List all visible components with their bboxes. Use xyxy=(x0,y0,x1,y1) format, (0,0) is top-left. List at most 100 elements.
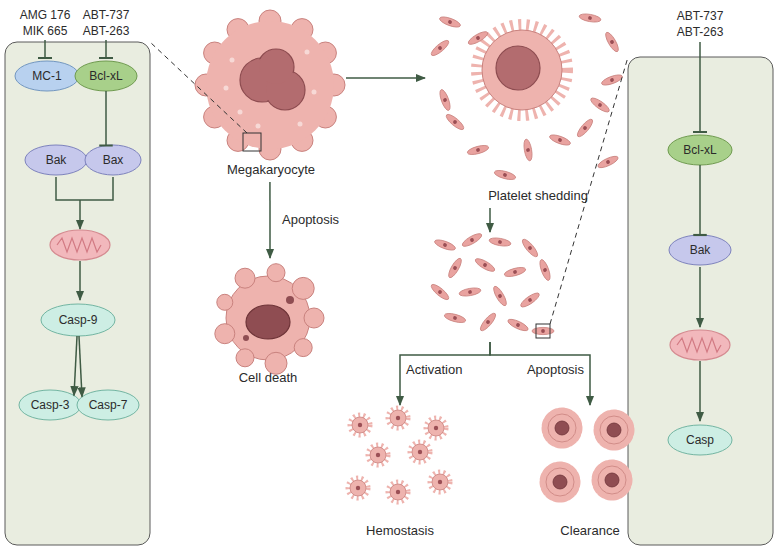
zoom-box xyxy=(243,133,261,151)
drug-name: ABT-737 xyxy=(66,8,146,22)
protein-ellipse: Casp-7 xyxy=(76,389,140,421)
pathway-arrow xyxy=(79,200,81,229)
platelet xyxy=(579,13,602,24)
platelet xyxy=(429,282,450,302)
inhibitor-line xyxy=(105,40,107,58)
drug-name: AMG 176 xyxy=(5,8,85,22)
stage-caption: Platelet shedding xyxy=(483,188,593,204)
nucleus-fill xyxy=(259,50,293,84)
text-holder: Casp-9 xyxy=(40,303,116,337)
arrow-connector xyxy=(74,336,77,396)
inhibitor-line xyxy=(699,42,701,132)
granule xyxy=(238,110,243,115)
platelet xyxy=(523,139,534,162)
bleb xyxy=(304,308,324,328)
activated-platelet xyxy=(348,478,368,498)
granule xyxy=(305,50,310,55)
megakaryocyte-nucleus xyxy=(240,49,305,110)
pathway-arrow xyxy=(79,261,81,300)
platelet xyxy=(532,327,554,334)
granule xyxy=(224,86,229,91)
protein-name: Bax xyxy=(103,153,124,167)
pathway-panel xyxy=(5,42,150,545)
platelet xyxy=(575,117,595,138)
text-holder: Platelet shedding xyxy=(483,188,593,204)
bleb xyxy=(235,268,255,288)
illustration-node: Cell death xyxy=(208,258,328,390)
activated-platelet xyxy=(388,408,408,428)
protein-ellipse: Bcl-xL xyxy=(74,60,138,92)
text-holder: Hemostasis xyxy=(340,523,460,539)
protein-name: Bcl-xL xyxy=(89,69,122,83)
arrow-connector xyxy=(400,342,490,405)
platelet xyxy=(443,312,466,325)
platelet xyxy=(446,257,463,280)
protein-ellipse: Casp-9 xyxy=(40,303,116,337)
nuclear-fragment xyxy=(243,335,249,341)
merge-line xyxy=(56,177,113,200)
protein-ellipse: Bak xyxy=(24,144,88,176)
activated-platelet xyxy=(410,442,430,462)
platelet xyxy=(461,231,484,248)
text-holder: Bcl-xL xyxy=(667,134,733,166)
protein-ellipse: Bcl-xL xyxy=(667,134,733,166)
stage-caption: Hemostasis xyxy=(340,523,460,539)
platelet xyxy=(520,237,540,258)
protein-ellipse: Bak xyxy=(668,234,732,266)
text-holder: Casp-3 xyxy=(18,389,82,421)
platelet xyxy=(548,133,571,147)
stage-caption: Cell death xyxy=(208,370,328,386)
protein-name: MC-1 xyxy=(32,69,61,83)
bleb xyxy=(236,349,254,367)
activated-platelet xyxy=(430,472,450,492)
arrow-connector xyxy=(346,77,425,79)
drug-name: ABT-737 xyxy=(660,9,740,23)
apoptotic-platelet xyxy=(595,463,629,497)
illustration-node: Platelet shedding xyxy=(425,10,625,342)
platelet xyxy=(503,266,526,279)
text-holder: Casp-7 xyxy=(76,389,140,421)
platelet xyxy=(538,258,552,281)
mitochondrion-cristae xyxy=(677,338,721,352)
platelet xyxy=(467,29,490,46)
illustration-node: Clearance xyxy=(530,405,650,545)
proplatelet-spikes xyxy=(477,25,567,115)
protein-shape xyxy=(669,235,731,265)
activated-platelet xyxy=(426,418,446,438)
activated-platelet xyxy=(350,415,370,435)
protein-ellipse: MC-1 xyxy=(14,60,80,92)
platelet xyxy=(603,31,620,54)
protein-name: Casp xyxy=(686,433,714,447)
protein-shape xyxy=(77,390,139,420)
activated-platelet xyxy=(368,445,388,465)
nuclear-fragment xyxy=(286,296,294,304)
mitochondrion-cristae xyxy=(57,238,101,252)
inhibition-connector xyxy=(699,165,701,235)
platelet xyxy=(478,311,498,332)
protein-name: Bak xyxy=(690,243,711,257)
zoom-box xyxy=(536,324,550,338)
text-holder: Casp xyxy=(667,424,733,456)
granule xyxy=(312,90,317,95)
bleb xyxy=(294,339,312,357)
text-holder: Bcl-xL xyxy=(74,60,138,92)
protein-shape xyxy=(19,390,81,420)
process-label: Activation xyxy=(406,362,486,378)
arrow-connector xyxy=(79,336,82,397)
platelet xyxy=(466,144,489,157)
protein-name: Casp-7 xyxy=(89,398,128,412)
zoom-leader xyxy=(150,42,247,133)
protein-ellipse: Casp xyxy=(667,424,733,456)
activated-platelet xyxy=(388,482,408,502)
platelet xyxy=(489,237,512,248)
platelet xyxy=(429,38,450,58)
apoptotic-platelet xyxy=(597,413,631,447)
bleb xyxy=(292,277,314,299)
illustration-node: Megakaryocyte xyxy=(196,12,346,182)
inhibitor-bar xyxy=(99,57,113,59)
platelet xyxy=(597,154,620,170)
platelet xyxy=(519,291,541,310)
bleb xyxy=(215,324,235,344)
drug-name: MIK 665 xyxy=(5,24,85,38)
text-holder: Cell death xyxy=(208,370,328,386)
